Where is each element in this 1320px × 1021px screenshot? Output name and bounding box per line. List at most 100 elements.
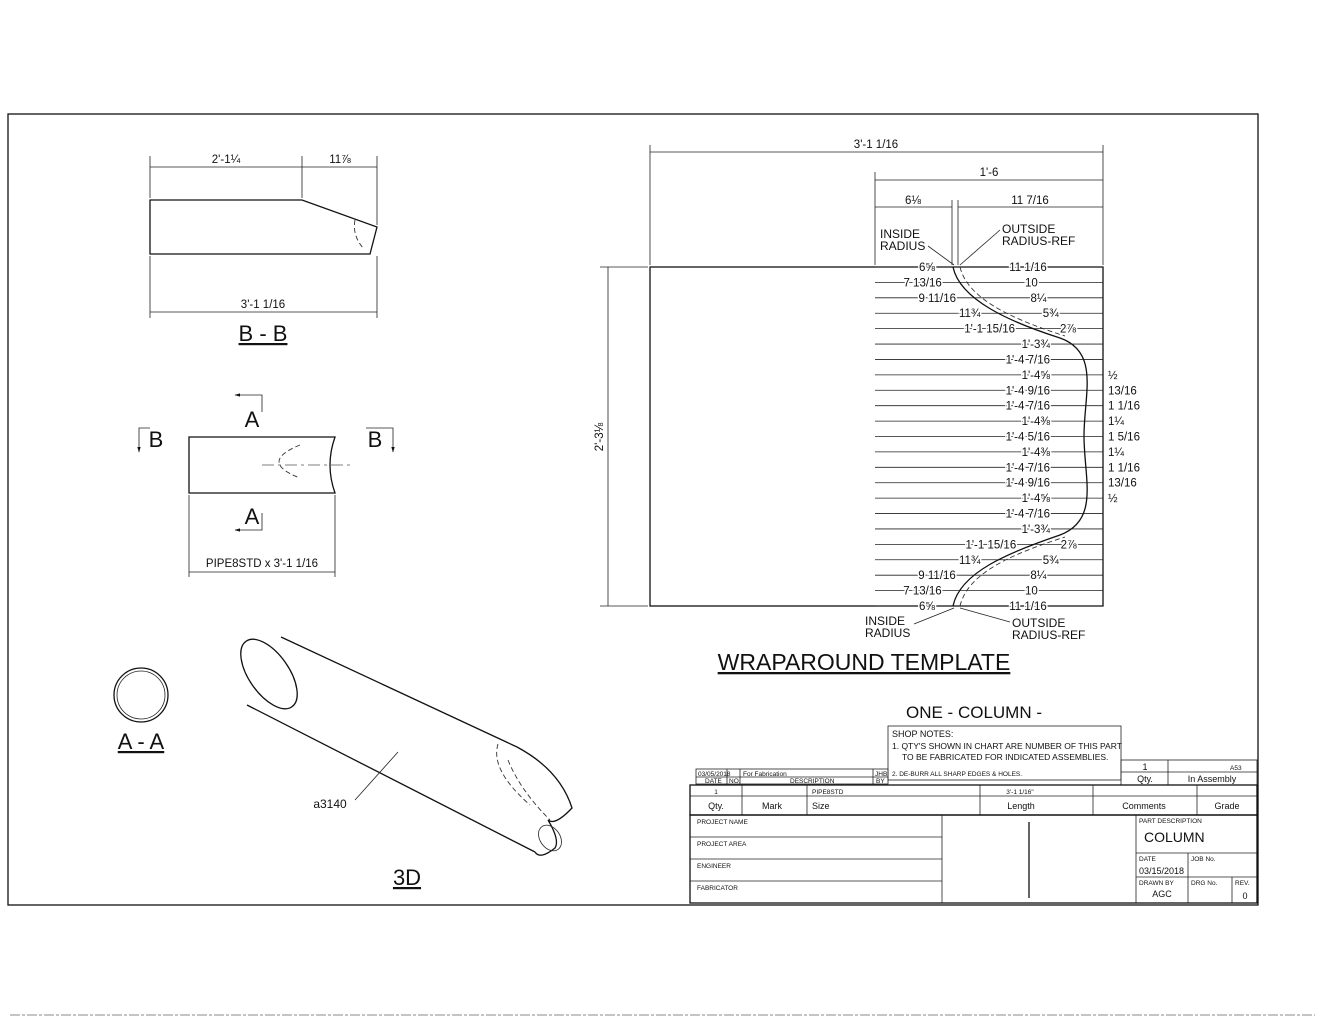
rev-date: 03/05/2018 [698,771,731,778]
plan-caption: PIPE8STD x 3'-1 1/16 [206,558,318,570]
left-ordinate-label: 7 13/16 [903,586,941,598]
header-grade: Grade [1214,801,1239,811]
assembly-mark: A53 [1230,765,1242,772]
template-dim-1-6: 1'-6 [980,167,999,179]
note-2: 2. DE-BURR ALL SHARP EDGES & HOLES. [892,771,1022,778]
drawn-by-value: AGC [1152,889,1172,899]
left-ordinate-label: 6⅝ [919,262,935,274]
left-ordinate-label: 1'-4 7/16 [1006,401,1050,413]
in-assembly-label: In Assembly [1188,774,1237,784]
right-ordinate-label: 1 1/16 [1108,401,1140,413]
bb-dim-top-left: 2'-1¼ [212,154,241,166]
left-ordinate-label: 1'-4 9/16 [1006,385,1050,397]
right-ordinate-label: 13/16 [1108,385,1137,397]
row-size: PIPE8STD [812,789,844,796]
fabricator-label: FABRICATOR [697,885,738,892]
template-dim-6-1-8: 6⅛ [905,195,921,207]
header-mark: Mark [762,801,782,811]
left-ordinate-label: 1'-4 7/16 [1006,509,1050,521]
left-ordinate-label: 9 11/16 [918,293,956,305]
inside-radius-bottom-l2: RADIUS [865,626,910,640]
rev-label: REV. [1235,880,1250,887]
left-ordinate-label: 9 11/16 [918,570,956,582]
left-ordinate-label: 1'-4 5/16 [1006,432,1050,444]
left-ordinate-label: 7 13/16 [903,277,941,289]
rev-by-label: BY [876,778,885,785]
template-cut-curve [952,266,1088,607]
left-ordinate-label: 11¾ [959,555,981,567]
right-ordinate-label: ½ [1108,370,1118,382]
outside-radius-top-l2: RADIUS-REF [1002,234,1075,248]
job-label: JOB No. [1191,856,1216,863]
section-a-top-marker: A [245,407,260,432]
part-desc-label: PART DESCRIPTION [1139,818,1202,825]
note-1-line-1: 1. QTY'S SHOWN IN CHART ARE NUMBER OF TH… [892,741,1122,751]
rev-no-label: NO. [729,778,741,785]
outside-radius-top-l1: OUTSIDE [1002,222,1055,236]
right-ordinate-label: 10 [1025,277,1038,289]
right-ordinate-label: 10 [1025,586,1038,598]
row-length: 3'-1 1/16" [1006,789,1034,796]
iso-3d-view: a3140 3D [240,636,573,890]
right-ordinate-label: 8¼ [1030,570,1046,582]
engineer-label: ENGINEER [697,863,731,870]
left-ordinate-label: 1'-4⅝ [1022,370,1051,382]
part-desc: COLUMN [1144,829,1205,845]
left-ordinate-label: 1'-4 9/16 [1006,478,1050,490]
left-ordinate-label: 6⅝ [919,601,935,613]
notes-heading: ONE - COLUMN - [906,703,1042,722]
header-comments: Comments [1122,801,1166,811]
rev-by-initials: JHB [875,771,887,778]
left-ordinate-label: 1'-3¾ [1022,339,1051,351]
left-ordinate-label: 1'-3¾ [1022,524,1051,536]
section-aa-view: A - A [113,667,169,754]
rev-date-label: DATE [705,778,723,785]
project-area-label: PROJECT AREA [697,841,747,848]
shop-notes: ONE - COLUMN - SHOP NOTES: 1. QTY'S SHOW… [887,703,1122,781]
date-value: 03/15/2018 [1139,866,1184,876]
row-qty: 1 [714,789,718,796]
title-block: 03/05/2018 For Fabrication JHB DATE NO. … [689,759,1258,904]
aa-view-label: A - A [118,729,165,754]
right-ordinate-label: 1 1/16 [1108,462,1140,474]
bb-view-label: B - B [239,321,288,346]
left-ordinate-label: 1'-1 15/16 [965,539,1016,551]
sheet-border [7,113,1259,906]
bb-dim-bottom: 3'-1 1/16 [241,299,285,311]
date-label: DATE [1139,856,1157,863]
assembly-qty: 1 [1142,762,1147,772]
note-1-line-2: TO BE FABRICATED FOR INDICATED ASSEMBLIE… [902,752,1108,762]
outside-radius-bottom-l1: OUTSIDE [1012,616,1065,630]
section-a-bottom-marker: A [245,504,260,529]
rev-desc: For Fabrication [743,771,787,778]
template-dim-11-7-16: 11 7/16 [1011,195,1049,207]
header-length: Length [1007,801,1035,811]
right-ordinate-label: 1 5/16 [1108,432,1140,444]
dwg-label: DRG No. [1191,880,1218,887]
iso-part-callout: a3140 [313,797,347,811]
qty-label: Qty. [1137,774,1153,784]
iso-view-label: 3D [393,865,421,890]
right-ordinate-label: 11 1/16 [1009,601,1047,613]
left-ordinate-label: 1'-4⅝ [1022,493,1051,505]
section-b-left-marker: B [149,427,164,452]
rev-desc-label: DESCRIPTION [790,778,835,785]
template-title: WRAPAROUND TEMPLATE [718,649,1011,675]
left-ordinate-label: 11¾ [959,308,981,320]
section-b-right-marker: B [368,427,383,452]
template-height: 2'-3⅛ [594,422,606,451]
section-bb-view: 2'-1¼ 11⅞ 3'-1 1/16 B - B [149,154,378,346]
left-ordinate-label: 1'-4 7/16 [1006,462,1050,474]
drawn-by-label: DRAWN BY [1139,880,1174,887]
outside-radius-bottom-l2: RADIUS-REF [1012,628,1085,642]
left-ordinate-label: 1'-1 15/16 [964,324,1015,336]
left-ordinate-label: 1'-4⅜ [1022,416,1051,428]
right-ordinate-label: 5¾ [1043,555,1059,567]
shop-notes-title: SHOP NOTES: [892,729,953,739]
bb-dim-top-right: 11⅞ [329,154,351,166]
right-ordinate-label: 1¼ [1108,447,1124,459]
right-ordinate-label: 11 1/16 [1009,262,1047,274]
